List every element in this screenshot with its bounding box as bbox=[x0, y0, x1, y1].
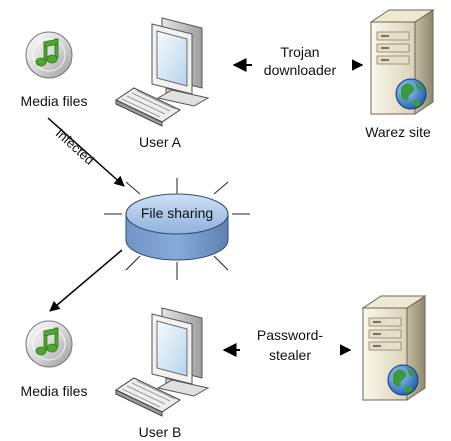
cd-music-icon bbox=[25, 31, 73, 79]
infected-edge: Infected bbox=[47, 117, 125, 187]
cd-music-icon bbox=[25, 320, 73, 368]
user-b: User B bbox=[115, 307, 209, 440]
password-label-line1: Password- bbox=[257, 327, 323, 343]
password-stealer-edge: Password- stealer bbox=[222, 325, 352, 365]
infected-arrow bbox=[47, 117, 125, 187]
user-b-label: User B bbox=[139, 424, 182, 440]
user-a-label: User A bbox=[139, 134, 182, 150]
media-files-top: Media files bbox=[21, 31, 88, 109]
file-sharing-disk-icon bbox=[104, 178, 250, 280]
trojan-label-bg bbox=[252, 42, 352, 80]
trojan-label-line1: Trojan bbox=[280, 44, 319, 60]
user-a: User A bbox=[115, 17, 209, 150]
desktop-computer-icon bbox=[115, 307, 209, 417]
trojan-downloader-edge: Trojan downloader bbox=[232, 42, 364, 80]
server-globe-icon bbox=[362, 295, 426, 401]
warez-site: Warez site bbox=[365, 9, 434, 140]
password-label-line2: stealer bbox=[269, 347, 311, 363]
file-sharing: File sharing bbox=[104, 178, 250, 280]
media-files-bottom-label: Media files bbox=[21, 383, 88, 399]
media-files-bottom: Media files bbox=[21, 320, 88, 399]
password-label-bg bbox=[240, 325, 340, 365]
warez-site-label: Warez site bbox=[365, 124, 431, 140]
desktop-computer-icon bbox=[115, 17, 209, 127]
file-sharing-label: File sharing bbox=[141, 205, 213, 221]
server-globe-icon bbox=[370, 9, 434, 115]
distribution-arrow bbox=[49, 249, 123, 312]
trojan-label-line2: downloader bbox=[264, 62, 337, 78]
infected-label: Infected bbox=[53, 126, 97, 168]
attacker-server bbox=[362, 295, 426, 401]
media-files-top-label: Media files bbox=[21, 93, 88, 109]
